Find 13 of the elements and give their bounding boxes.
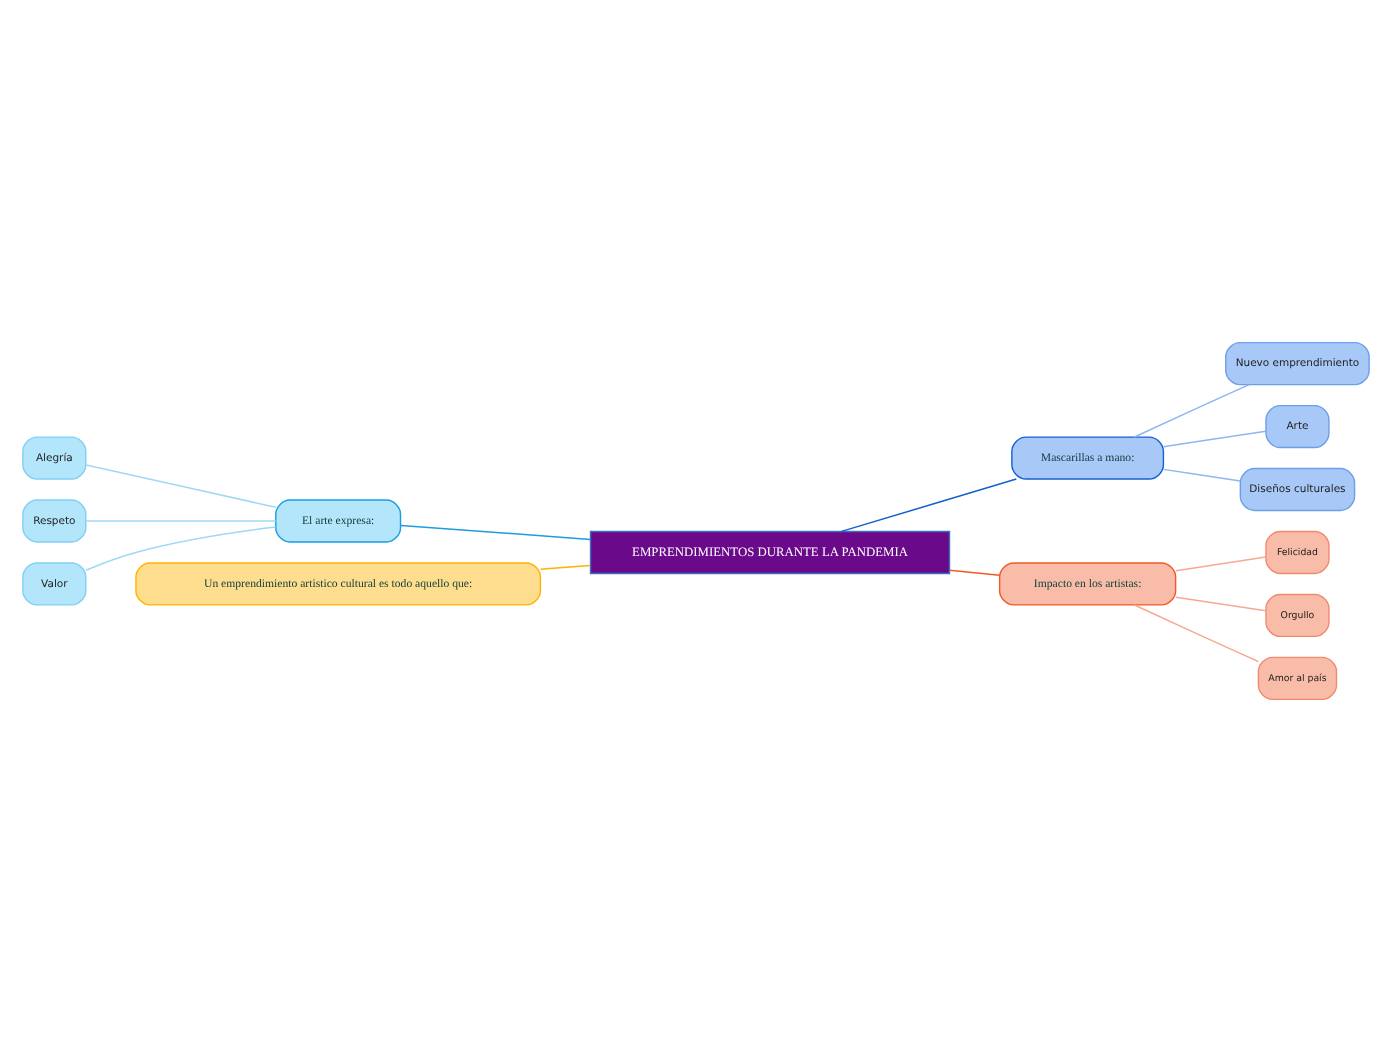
connector bbox=[85, 463, 277, 508]
connector bbox=[1133, 382, 1250, 437]
connector bbox=[1175, 555, 1267, 571]
connector bbox=[539, 563, 591, 569]
connector bbox=[85, 525, 277, 570]
connector bbox=[1133, 603, 1259, 662]
connector bbox=[1162, 429, 1267, 447]
connector bbox=[1175, 595, 1267, 611]
connector bbox=[400, 523, 592, 540]
connector bbox=[840, 477, 1018, 532]
connector bbox=[948, 568, 1001, 575]
connector bbox=[1162, 467, 1241, 481]
connector bbox=[85, 519, 277, 521]
